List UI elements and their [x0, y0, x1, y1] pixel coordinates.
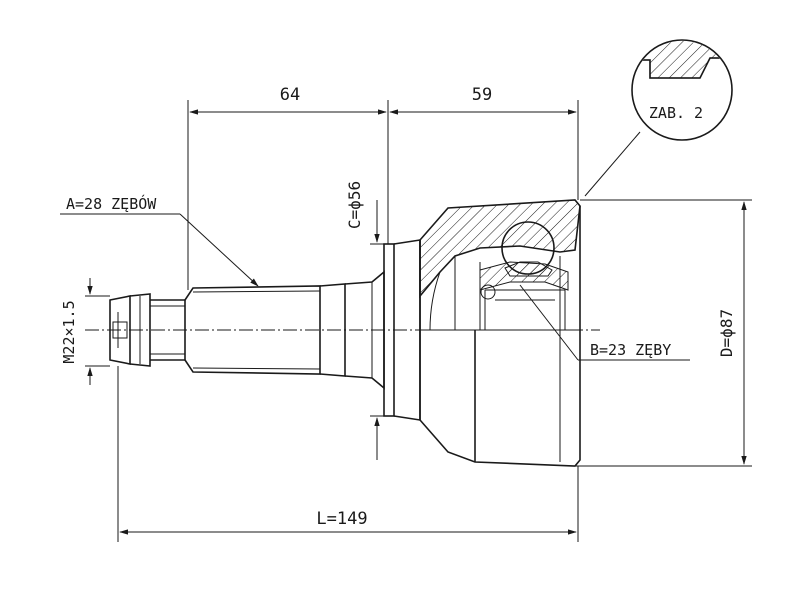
dim-total-length: L=149 [316, 509, 367, 529]
outer-housing [419, 199, 581, 467]
dim-thread: M22×1.5 [60, 300, 78, 363]
dim-seal-diameter: C=ϕ56 [345, 181, 364, 229]
dim-housing-length: 59 [472, 85, 492, 105]
dim-outer-diameter: D=ϕ87 [717, 309, 736, 357]
label-spline-a: A=28 ZĘBÓW [66, 194, 157, 213]
detail-zab-2: ZAB. 2 [584, 39, 733, 197]
leader-spline-b [519, 284, 579, 361]
label-detail: ZAB. 2 [649, 104, 703, 122]
label-spline-b: B=23 ZĘBY [590, 341, 671, 359]
leader-spline-a [179, 213, 259, 287]
threaded-end [109, 293, 186, 367]
dim-shaft-length: 64 [280, 85, 300, 105]
